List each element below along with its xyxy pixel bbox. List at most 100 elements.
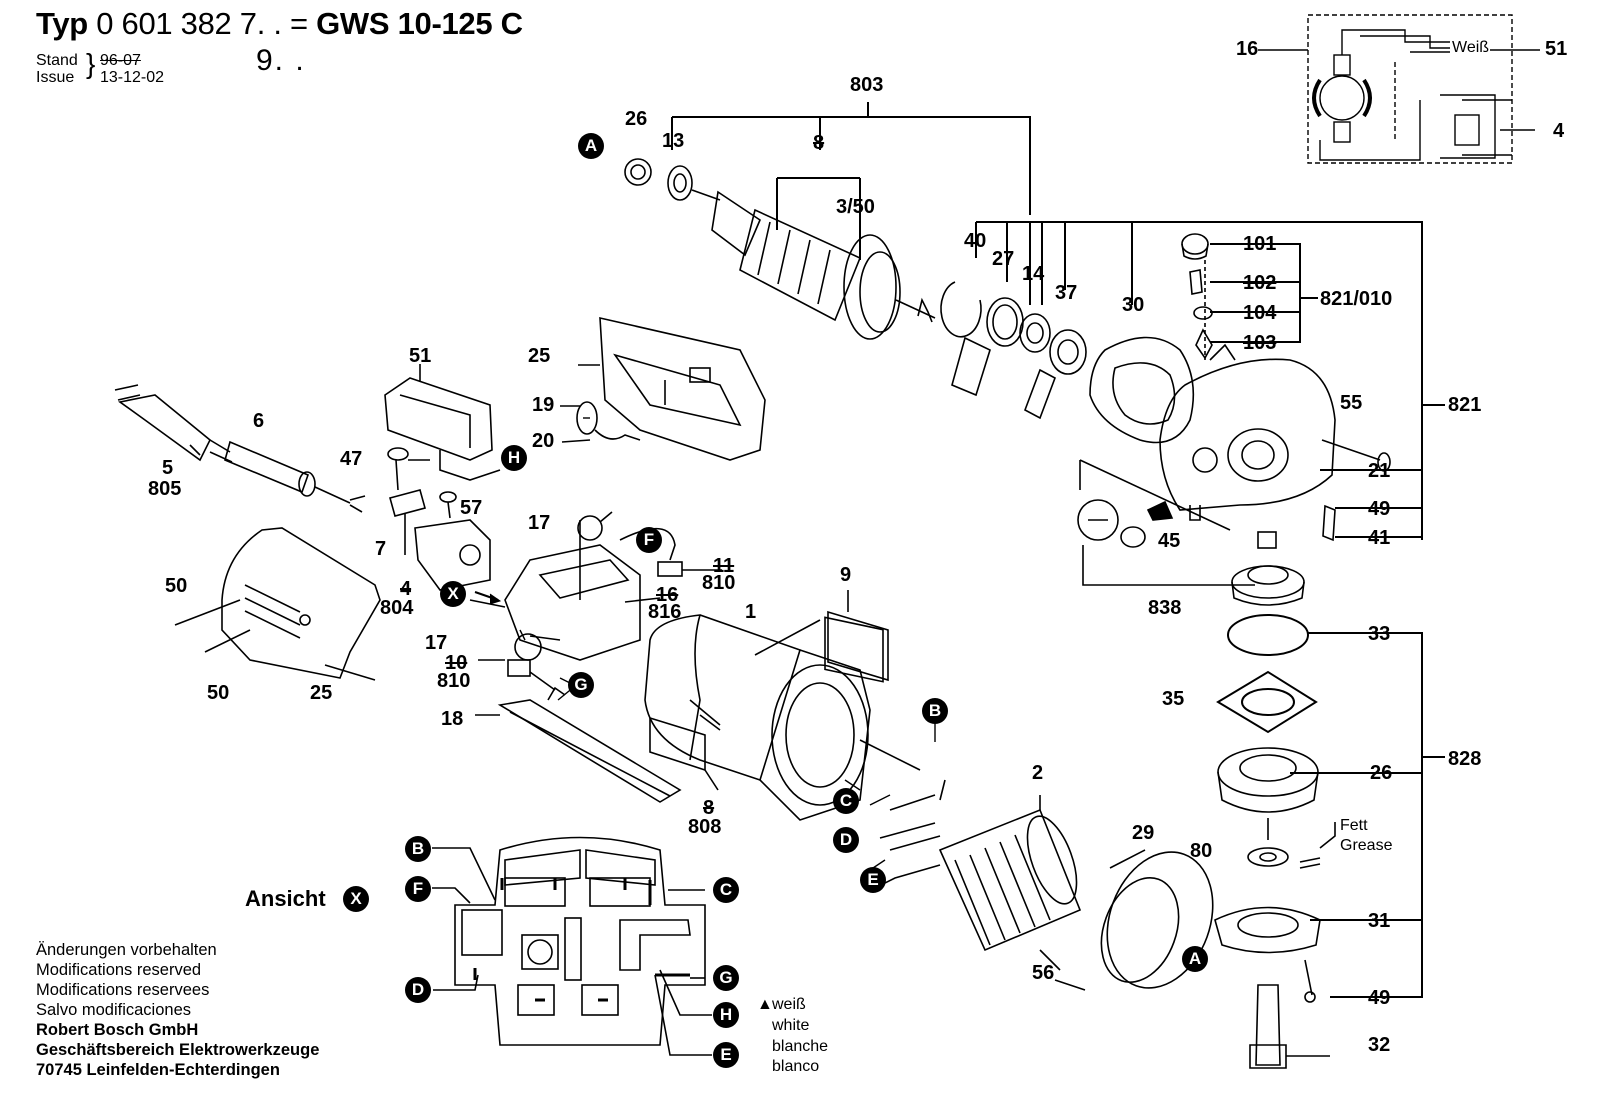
callout-d-view: D <box>405 977 431 1003</box>
variant-number: 9. . <box>256 44 306 77</box>
part-47: 47 <box>340 448 363 470</box>
part-32: 32 <box>1368 1034 1391 1056</box>
part-1: 1 <box>745 601 757 623</box>
part-8: 8 <box>813 132 825 154</box>
part-20: 20 <box>532 430 555 452</box>
stand-label: Stand <box>36 52 78 69</box>
part-6: 6 <box>253 410 265 432</box>
callout-h-view: H <box>713 1002 739 1028</box>
bracket-821 <box>975 221 1445 540</box>
part-3-50: 3/50 <box>836 196 875 218</box>
cover-51 <box>384 364 501 481</box>
callout-a-bottom: A <box>1182 946 1208 972</box>
part-4: 4 <box>1553 120 1565 142</box>
part-2: 2 <box>1032 762 1044 784</box>
wire-weiss: Weiß <box>1452 39 1490 56</box>
part-5: 5 <box>162 457 174 479</box>
part-41: 41 <box>1368 527 1391 549</box>
note-line-fr: Modifications reservees <box>36 981 210 999</box>
callout-b-view: B <box>405 836 431 862</box>
part-51: 51 <box>1545 38 1568 60</box>
bottom-view-x <box>432 836 712 1056</box>
part-26: 26 <box>625 108 648 130</box>
screws-left <box>387 447 457 519</box>
part-14: 14 <box>1022 263 1045 285</box>
air-guide-30 <box>1089 336 1195 444</box>
callout-e-top: E <box>860 867 886 893</box>
callout-c-view: C <box>713 877 739 903</box>
part-10: 10 <box>445 652 468 674</box>
handle-cover-25 <box>560 316 766 461</box>
screws-right <box>1257 439 1391 549</box>
part-30: 30 <box>1122 294 1145 316</box>
part-810-bottom: 810 <box>437 670 471 692</box>
part-37: 37 <box>1055 282 1078 304</box>
bevel-gear <box>1231 565 1305 606</box>
issue-value: 13-12-02 <box>100 69 165 86</box>
pinion-45 <box>1077 459 1255 586</box>
part-821-010: 821/010 <box>1320 288 1393 310</box>
part-103: 103 <box>1243 332 1277 354</box>
callout-x-top: X <box>440 581 466 607</box>
part-16: 16 <box>1236 38 1259 60</box>
part-50-bottom: 50 <box>207 682 230 704</box>
legend-white: white <box>772 1017 810 1034</box>
brush-holder <box>469 511 722 691</box>
part-803: 803 <box>850 74 884 96</box>
part-821: 821 <box>1448 394 1482 416</box>
part-56: 56 <box>1032 962 1055 984</box>
part-4-switch: 4 <box>400 578 412 600</box>
part-11: 11 <box>713 555 735 577</box>
switch-rod-18 <box>497 686 682 803</box>
clamp-31 <box>1214 906 1321 1003</box>
callout-c-top: C <box>833 788 859 814</box>
brace: } <box>86 48 96 79</box>
part-13: 13 <box>662 130 685 152</box>
issue-label: Issue <box>36 69 75 86</box>
callout-h-top: H <box>501 445 527 471</box>
note-line-de: Änderungen vorbehalten <box>36 941 217 959</box>
part-27: 27 <box>992 248 1015 270</box>
motor-housing-1 <box>644 614 921 821</box>
part-49-bottom: 49 <box>1368 987 1391 1009</box>
part-35: 35 <box>1162 688 1185 710</box>
note-fett: Fett <box>1340 817 1368 834</box>
gear-housing-21 <box>1159 343 1336 521</box>
legend-marker: ▲ <box>757 996 773 1013</box>
page-title: Typ 0 601 382 7. . = GWS 10-125 C <box>36 6 523 42</box>
callout-x-view: X <box>343 886 369 912</box>
part-33: 33 <box>1368 623 1391 645</box>
oring-gasket <box>1216 614 1318 734</box>
part-805: 805 <box>148 478 182 500</box>
wiring-schematic <box>1258 14 1540 164</box>
lock-button-stack <box>1181 233 1213 360</box>
part-29: 29 <box>1132 822 1155 844</box>
callout-d-top: D <box>833 827 859 853</box>
callout-g-top: G <box>568 672 594 698</box>
note-line-es: Salvo modificaciones <box>36 1001 191 1019</box>
part-25-cover: 25 <box>528 345 551 367</box>
note-grease: Grease <box>1340 837 1393 854</box>
field-2 <box>874 779 1086 991</box>
bearing-stack <box>940 281 1087 420</box>
legend-weiss: weiß <box>772 996 806 1013</box>
part-57: 57 <box>460 497 483 519</box>
part-808: 808 <box>688 816 722 838</box>
part-828: 828 <box>1448 748 1482 770</box>
armature <box>624 158 936 340</box>
bracket-803 <box>671 102 1031 260</box>
part-25-rear: 25 <box>310 682 333 704</box>
part-19: 19 <box>532 394 555 416</box>
washer-80 <box>1247 822 1336 869</box>
part-816: 816 <box>648 601 682 623</box>
part-804: 804 <box>380 597 414 619</box>
part-31: 31 <box>1368 910 1391 932</box>
part-51-cover: 51 <box>409 345 432 367</box>
callout-a-top: A <box>578 133 604 159</box>
part-8-label: 8 <box>703 797 715 819</box>
spindle-32 <box>1249 984 1330 1069</box>
part-16-holder: 16 <box>656 584 679 606</box>
label-8 <box>649 716 706 772</box>
